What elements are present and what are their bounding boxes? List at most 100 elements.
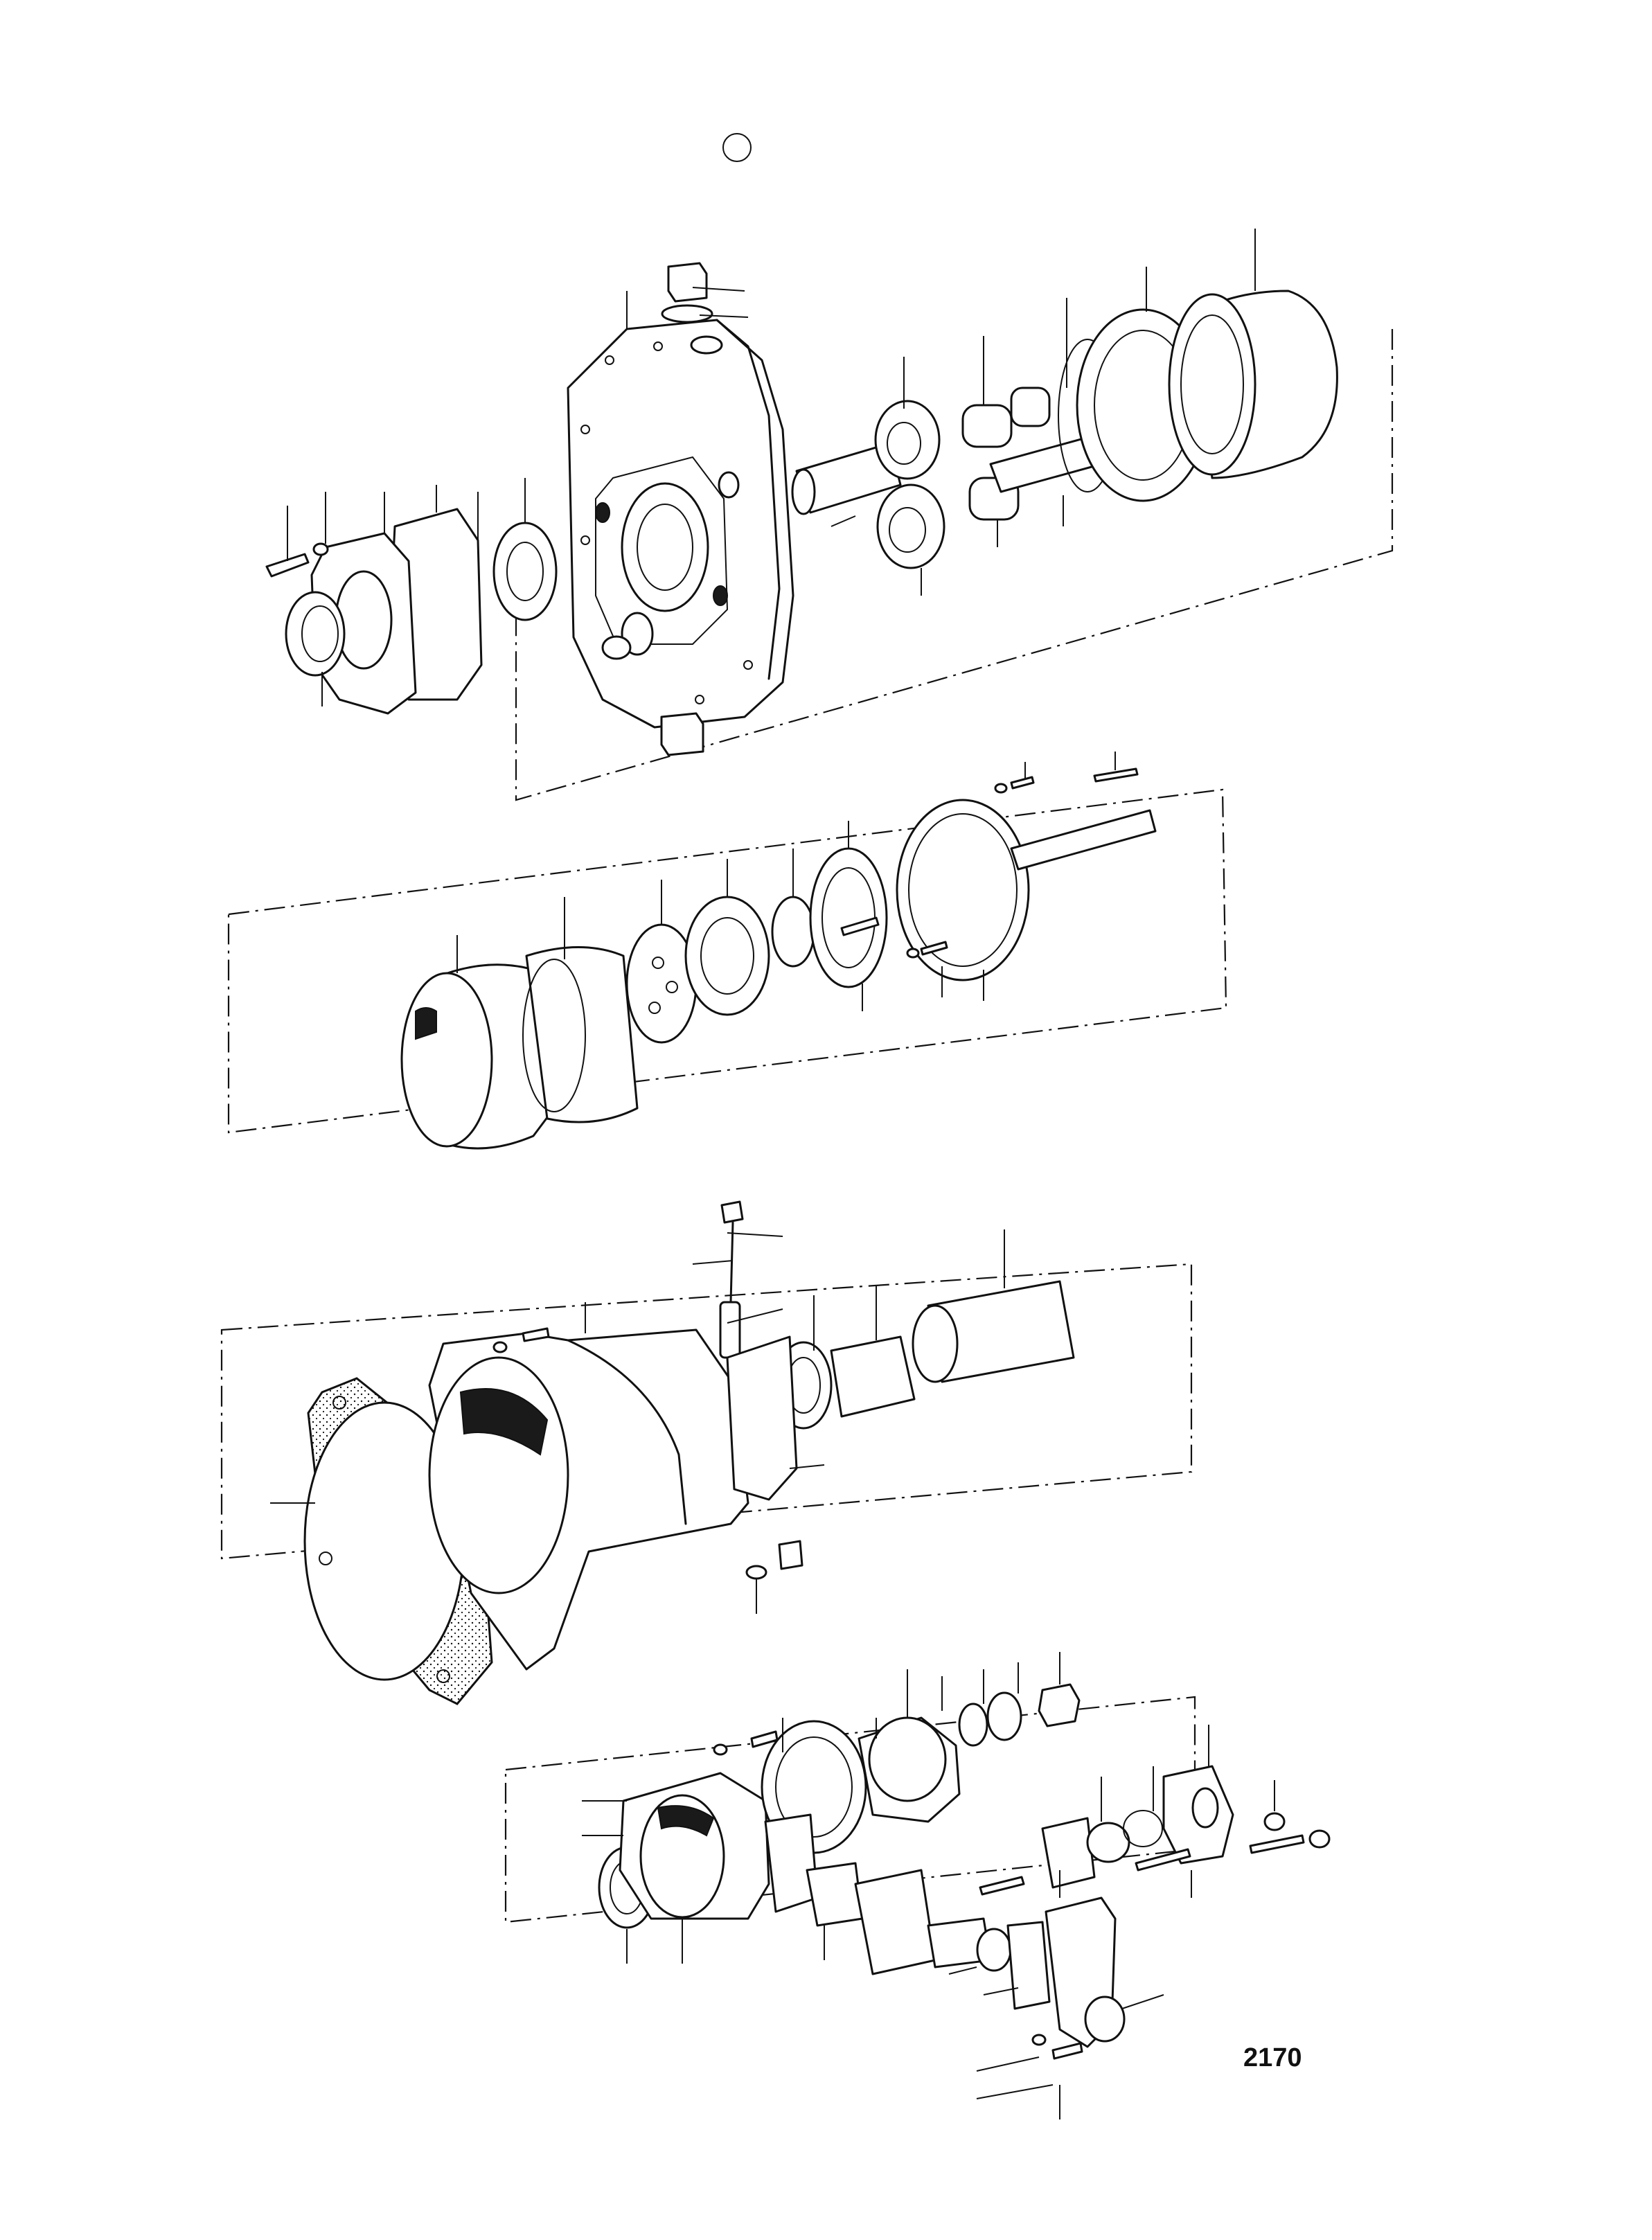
needle-bearing [961,404,1013,448]
valve-stud [1249,1834,1305,1854]
rear-flange [726,1335,798,1501]
cover-bolt [265,553,310,578]
shaft-seal-inner [301,605,339,662]
adapter-body-edge [567,1339,687,1525]
drain-plug [660,712,704,756]
breather-rod [729,1221,734,1304]
group-3-adapter-housing [220,1200,1193,1705]
leader-line [692,287,745,292]
ring-drum-shadow [415,1007,437,1040]
gasket-bolt-hole [436,1669,450,1683]
pump-washer [958,1703,988,1747]
leader-line [699,314,749,318]
pump-shaft [854,1869,936,1975]
flange-bolt [522,1327,550,1342]
housing-bolt-hole [605,355,614,365]
housing-bolt [750,1730,779,1748]
group-3-plane [220,1263,1193,1560]
internal-gear-ring [525,946,639,1123]
leader-line [976,2056,1040,2072]
pump-washer [986,1691,1022,1741]
cover-screw [1010,776,1035,790]
housing-bearing-flange [595,456,729,645]
outlet-gasket-lower [1006,1921,1051,2010]
pump-cover-face [868,1716,947,1802]
drive-shaft [1010,809,1157,871]
cover-bolt-washer [312,542,329,556]
leader-line [1121,1994,1164,2009]
housing-hole [718,471,740,499]
elbow-bolt [1051,2042,1083,2060]
group-2-carrier-assembly [227,767,1227,1150]
housing-bolt-hole [743,660,753,670]
valve-stud [1135,1848,1191,1872]
gasket-bolt-hole [319,1552,332,1565]
housing-hole [713,585,728,606]
leader-line [727,1308,783,1324]
valve-gasket [1041,1817,1096,1889]
valve-pin [979,1876,1025,1896]
leader-line [831,515,856,527]
valve-spring [1123,1810,1163,1847]
side-gasket [764,1813,819,1913]
bushing-front [912,1304,959,1383]
cover-ring-inner [908,813,1018,967]
shaft-key [1093,767,1139,783]
breather-tube [719,1301,741,1359]
drive-gear-hub [887,422,921,465]
housing-edge [716,319,781,680]
figure-number: 2170 [1243,2043,1302,2072]
cover-ring [896,799,1030,981]
housing-bolt-hole [653,341,663,351]
drive-gear [874,400,941,480]
pinion-spline [791,468,816,515]
outlet-gasket [806,1862,864,1927]
idler-gear [876,483,945,569]
drain-plug-washer [745,1565,767,1580]
bearing-cover-bore [335,570,393,670]
flange-stud [840,916,880,936]
idler-gear-hub [889,507,926,553]
housing-center-bore [621,482,709,612]
pump-housing-shadow [657,1805,715,1837]
shaft-collar [976,1928,1012,1972]
valve-nut [1263,1812,1286,1831]
fill-plug-seal [661,304,713,323]
housing-side-nipple [601,635,632,660]
spacer-sleeve [830,1335,916,1418]
housing-bolt-hole [580,535,590,545]
leader-line [983,1987,1019,1995]
bearing-spacer [1010,386,1051,427]
elbow-bolt-washer [1031,2034,1047,2046]
group-1-plane [515,329,1394,801]
housing-hole [595,502,610,523]
flange-bolt-washer [492,1341,508,1353]
valve-nut [1308,1829,1331,1849]
carrier-hole [666,981,678,993]
leader-line [948,1966,977,1975]
adapter-housing-shadow [459,1388,549,1456]
housing-center-bore-inner [637,504,693,591]
carrier-hole [652,957,664,969]
carrier-bearing-inner [700,917,754,995]
leader-line [727,1232,783,1237]
large-seal-ring-inner [775,1736,853,1838]
ring-gear-teeth [1180,314,1244,454]
input-bearing-inner [506,542,544,601]
leader-line [789,1464,825,1469]
cover-screw [920,941,948,956]
housing-bolt-hole [580,425,590,434]
registration-circle-icon [722,133,752,162]
group-2-plane [227,788,1227,1134]
callout-leaders [270,229,1275,2119]
carrier-hole [648,1002,661,1014]
fill-plug [667,262,708,303]
leader-line [692,1260,734,1265]
internal-gear-teeth [522,959,586,1112]
housing-drain-plug [778,1540,803,1570]
valve-cover-port [1191,1787,1219,1829]
outlet-elbow-port [1084,1995,1126,2043]
group-4-pump-assembly [504,1683,1331,2060]
housing-bolt-washer [713,1743,728,1756]
